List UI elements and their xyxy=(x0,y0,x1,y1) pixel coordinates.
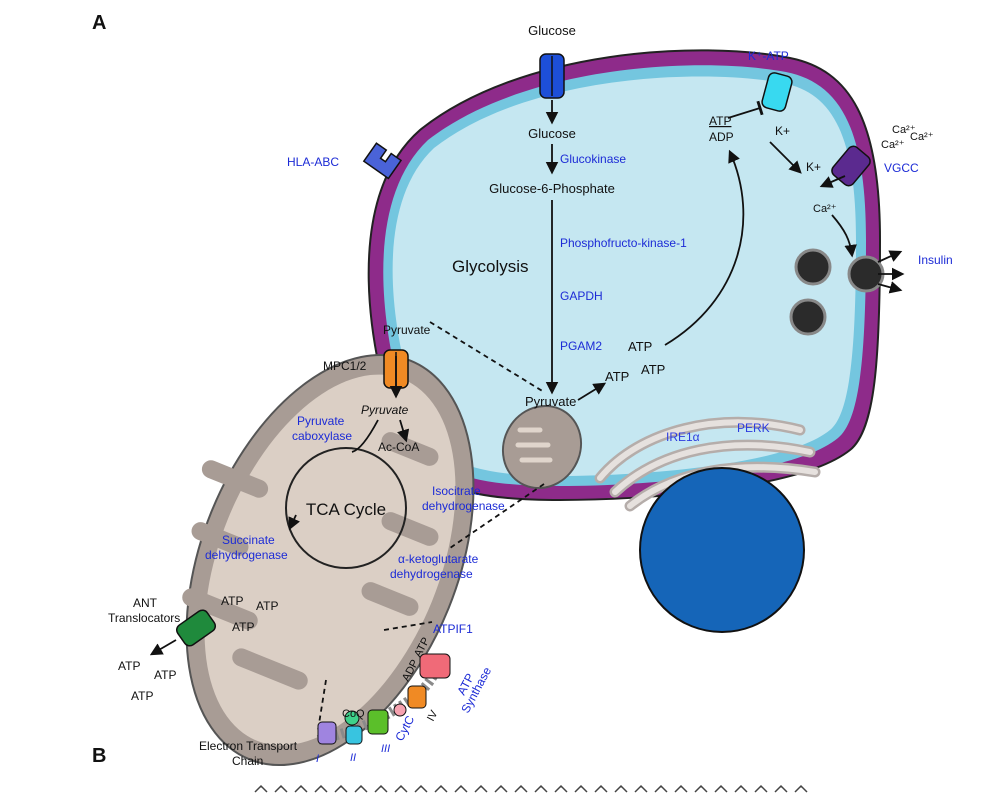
perk-label: PERK xyxy=(737,421,770,435)
etc-label-2: Chain xyxy=(232,754,263,768)
insulin-granules xyxy=(789,248,885,336)
vgcc-label: VGCC xyxy=(884,161,919,175)
atp-m1-label: ATP xyxy=(221,594,243,608)
complex-ii-label: II xyxy=(350,752,356,764)
beta-cell xyxy=(367,49,882,502)
coq-label: CoQ xyxy=(342,708,365,720)
arrows xyxy=(149,100,905,656)
idh-label-2: dehydrogenase xyxy=(422,499,505,513)
ant-translocator xyxy=(175,609,217,647)
k-plus-2-label: K+ xyxy=(806,160,821,174)
glucose-inside-label: Glucose xyxy=(528,126,576,141)
mito-pyruvate-label: Pyruvate xyxy=(361,403,409,417)
ca-out-1-label: Ca²⁺ xyxy=(892,124,916,136)
accoa-label: Ac-CoA xyxy=(378,440,419,454)
akg-label-1: α-ketoglutarate xyxy=(398,552,479,566)
katp-label: K⁺-ATP xyxy=(748,49,789,63)
cytoplasm xyxy=(392,76,856,476)
atp-o3-label: ATP xyxy=(131,689,153,703)
sdh-label-2: dehydrogenase xyxy=(205,548,288,562)
gapdh-label: GAPDH xyxy=(560,289,603,303)
ant-label-2: Translocators xyxy=(108,611,180,625)
k-plus-1-label: K+ xyxy=(775,124,790,138)
katp-channel xyxy=(761,72,793,112)
pyruvate-carboxylase-1: Pyruvate xyxy=(297,414,345,428)
atp-adp-atp-label: ATP xyxy=(709,114,731,128)
pfk1-label: Phosphofructo-kinase-1 xyxy=(560,236,687,250)
mitochondrion xyxy=(182,353,475,767)
atp-3-label: ATP xyxy=(641,362,665,377)
cytc-label: CytC xyxy=(392,713,417,743)
hla-label: HLA-ABC xyxy=(287,155,339,169)
pyruvate-top-label: Pyruvate xyxy=(383,323,431,337)
panel-a-label: A xyxy=(92,12,106,34)
atp-m3-label: ATP xyxy=(232,620,254,634)
idh-label-1: Isocitrate xyxy=(432,484,481,498)
g6p-label: Glucose-6-Phosphate xyxy=(489,181,615,196)
atpif1-label: ATPIF1 xyxy=(433,622,473,636)
ca-out-3-label: Ca²⁺ xyxy=(910,131,934,143)
hla-receptor xyxy=(362,142,403,180)
small-mitochondrion xyxy=(501,404,583,490)
atp-o2-label: ATP xyxy=(154,668,176,682)
atp-o1-label: ATP xyxy=(118,659,140,673)
complex-i-label: I xyxy=(316,753,319,765)
ca-out-2-label: Ca²⁺ xyxy=(881,139,905,151)
complex-iv-label: IV xyxy=(425,708,441,723)
ant-label-1: ANT xyxy=(133,596,158,610)
atp-m2-label: ATP xyxy=(256,599,278,613)
complex-iii-label: III xyxy=(381,743,390,755)
pyruvate-carboxylase-2: caboxylase xyxy=(292,429,352,443)
panel-b-label: B xyxy=(92,745,106,767)
akg-label-2: dehydrogenase xyxy=(390,567,473,581)
electron-transport-chain xyxy=(316,653,451,745)
pgam2-label: PGAM2 xyxy=(560,339,602,353)
dashed-lines xyxy=(317,321,545,731)
tca-label: TCA Cycle xyxy=(306,500,386,519)
sdh-label-1: Succinate xyxy=(222,533,275,547)
insulin-label: Insulin xyxy=(918,253,953,267)
tca-cycle-circle xyxy=(285,447,407,569)
atp-1-label: ATP xyxy=(605,369,629,384)
ire1a-label: IRE1α xyxy=(666,430,700,444)
glycolysis-label: Glycolysis xyxy=(452,257,529,276)
pyruvate-cyto-label: Pyruvate xyxy=(525,394,576,409)
mpc-label: MPC1/2 xyxy=(323,359,367,373)
glucose-transporter xyxy=(539,53,565,99)
etc-label-1: Electron Transport xyxy=(199,739,298,753)
atp-2-label: ATP xyxy=(628,339,652,354)
vgcc-channel xyxy=(831,145,871,187)
glucokinase-label: Glucokinase xyxy=(560,152,626,166)
glucose-outside-label: Glucose xyxy=(528,23,576,38)
atp-adp-adp-label: ADP xyxy=(709,130,734,144)
ca-in-label: Ca²⁺ xyxy=(813,203,837,215)
panel-b-strip xyxy=(254,784,808,793)
nucleus xyxy=(639,467,805,633)
